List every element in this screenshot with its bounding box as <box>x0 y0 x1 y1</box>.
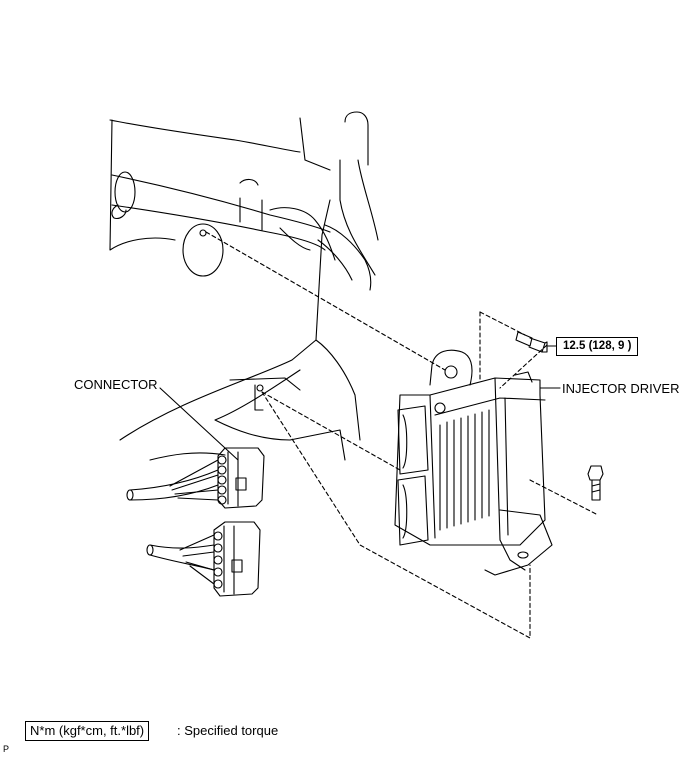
harness-connector-upper <box>126 447 265 509</box>
bolt-upper <box>515 331 548 353</box>
connector-label: CONNECTOR <box>74 377 158 392</box>
installation-guide-lines <box>205 231 599 639</box>
harness-connector-lower <box>146 521 261 597</box>
cooling-fins <box>439 409 490 531</box>
bolt-right <box>587 465 604 501</box>
vehicle-body-panel <box>109 111 379 461</box>
legend-unit-box: N*m (kgf*cm, ft.*lbf) <box>25 721 150 741</box>
corner-mark: P <box>3 744 10 754</box>
injector-driver-label: INJECTOR DRIVER <box>562 381 680 396</box>
injector-driver-unit <box>394 349 553 576</box>
legend-description: : Specified torque <box>177 723 279 738</box>
leader-lines <box>159 345 561 461</box>
wire-harness <box>111 171 372 291</box>
torque-spec-box: 12.5 (128, 9 ) <box>556 337 639 357</box>
